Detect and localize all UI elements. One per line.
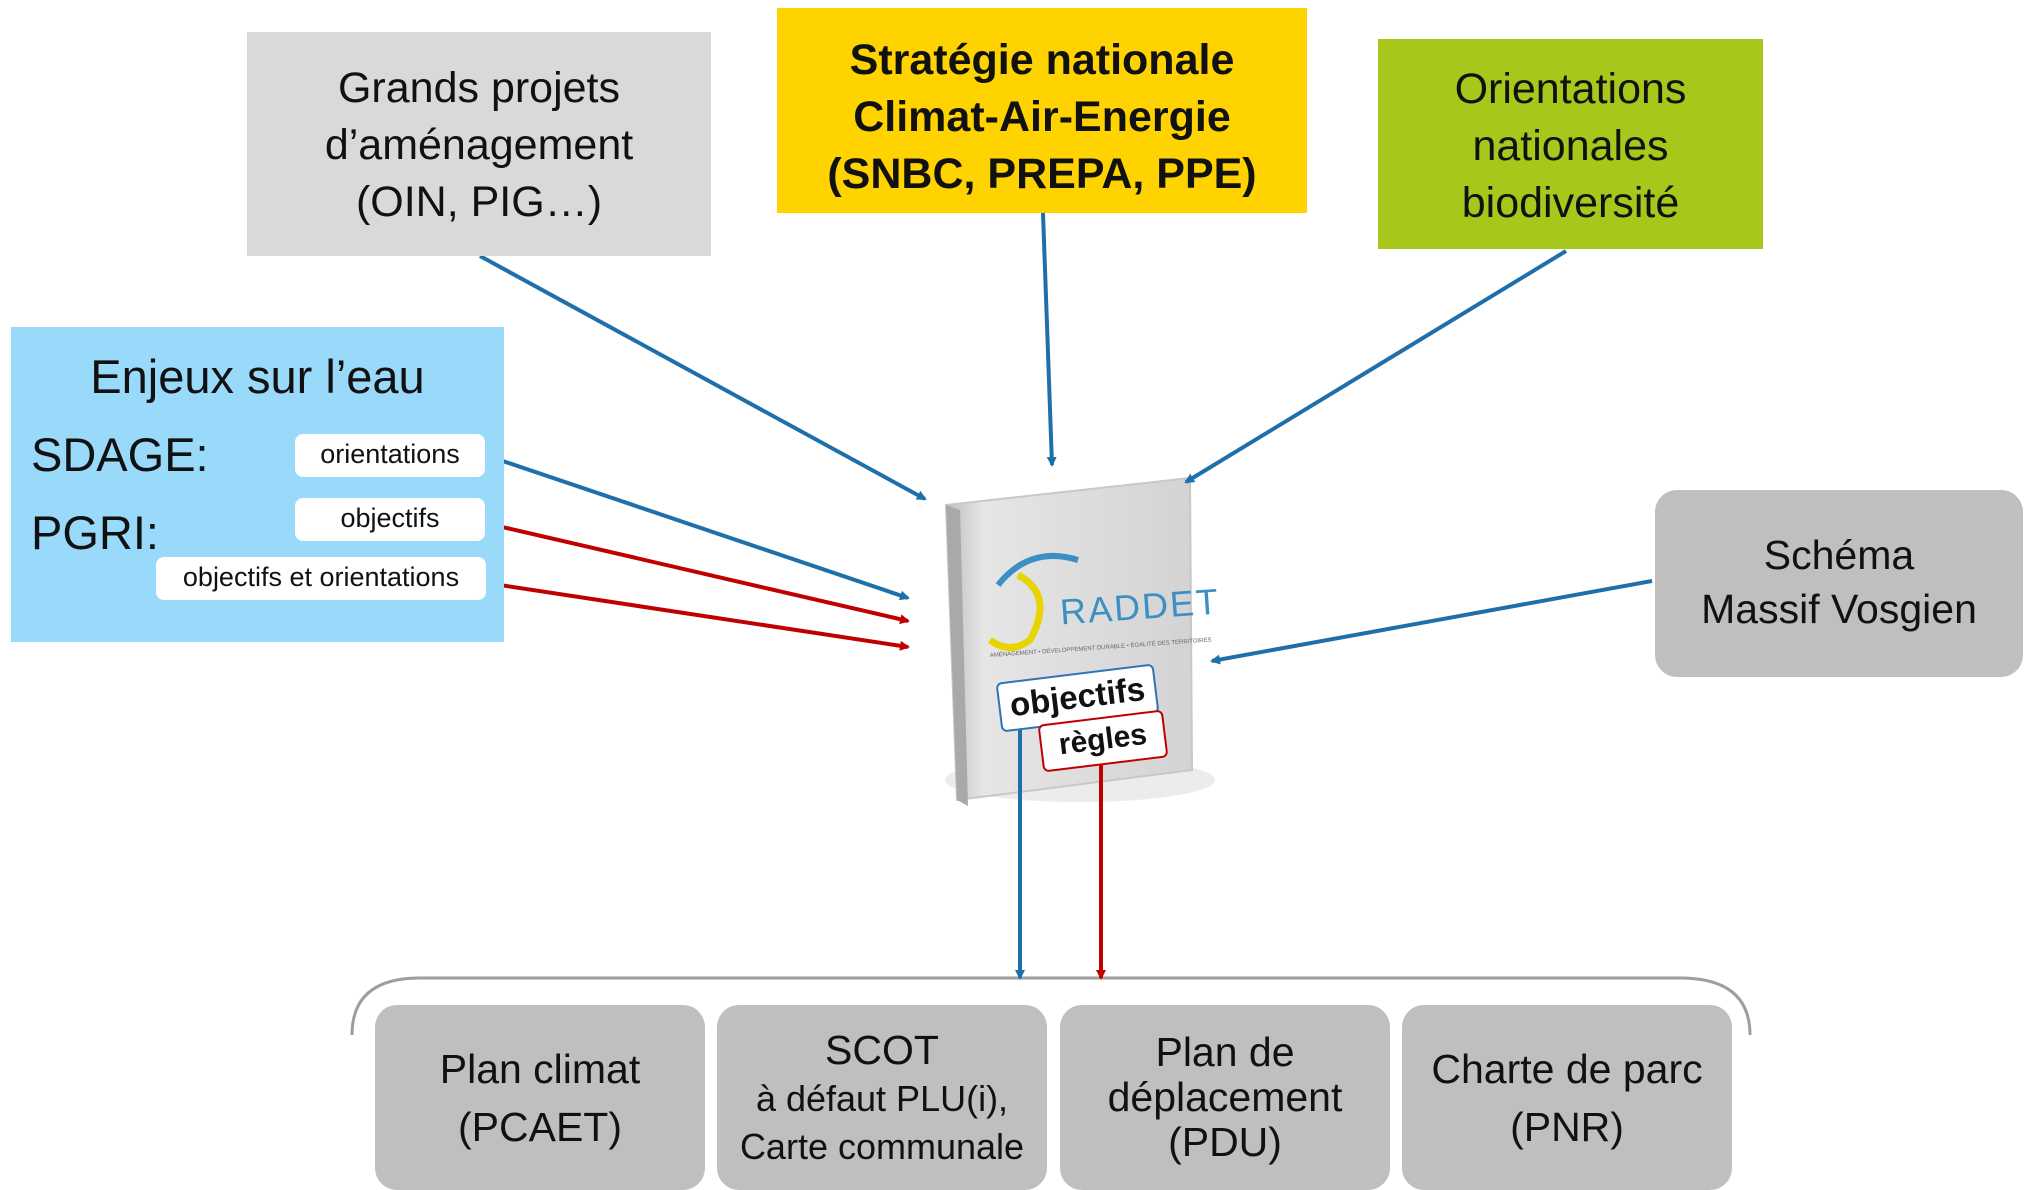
arrow-grands-projets xyxy=(479,254,927,501)
pdu-line: Plan de xyxy=(1155,1029,1295,1075)
grands-projets-box: Grands projets d’aménagement (OIN, PIG…) xyxy=(247,32,711,256)
charte-parc-box: Charte de parc (PNR) xyxy=(1402,1005,1732,1190)
tag-orientations: orientations xyxy=(295,434,485,477)
scot-line: à défaut PLU(i), xyxy=(755,1077,1009,1119)
scot-box: SCOT à défaut PLU(i), Carte communale xyxy=(717,1005,1047,1190)
arrow-orientations xyxy=(1184,249,1568,484)
enjeux-eau-box: Enjeux sur l’eau SDAGE: PGRI: orientatio… xyxy=(11,327,504,642)
grands-projets-line: Grands projets xyxy=(337,64,621,112)
plan-climat-line: (PCAET) xyxy=(458,1103,622,1150)
grands-projets-line: (OIN, PIG…) xyxy=(355,178,603,226)
raddet-logo-arc xyxy=(995,552,1079,587)
tag-objectifs-orientations: objectifs et orientations xyxy=(156,557,486,600)
pdu-line: déplacement xyxy=(1107,1074,1343,1120)
arrow-pgri-objectifs xyxy=(484,521,910,625)
pgri-label: PGRI: xyxy=(31,506,159,559)
charte-line: Charte de parc xyxy=(1431,1045,1703,1092)
strategie-line: (SNBC, PREPA, PPE) xyxy=(827,150,1257,198)
strategie-nationale-box: Stratégie nationale Climat-Air-Energie (… xyxy=(777,8,1307,213)
arrow-schema xyxy=(1210,579,1653,665)
tag-objectifs: objectifs xyxy=(295,498,485,541)
sdage-label: SDAGE: xyxy=(31,428,209,481)
strategie-line: Stratégie nationale xyxy=(849,36,1235,84)
grands-projets-line: d’aménagement xyxy=(324,121,634,169)
orientations-line: biodiversité xyxy=(1461,179,1680,227)
bottom-bracket xyxy=(350,976,1752,1036)
pdu-line: (PDU) xyxy=(1168,1119,1282,1165)
schema-line: Massif Vosgien xyxy=(1701,586,1977,632)
orientations-biodiversite-box: Orientations nationales biodiversité xyxy=(1378,39,1763,249)
enjeux-eau-title: Enjeux sur l’eau xyxy=(90,350,425,403)
orientations-line: nationales xyxy=(1472,122,1669,170)
schema-line: Schéma xyxy=(1763,532,1915,578)
schema-massif-vosgien-box: Schéma Massif Vosgien xyxy=(1655,490,2023,677)
scot-line: Carte communale xyxy=(739,1125,1025,1167)
charte-line: (PNR) xyxy=(1510,1103,1624,1150)
arrow-pgri-obj-orient xyxy=(479,580,910,651)
strategie-line: Climat-Air-Energie xyxy=(853,93,1231,141)
plan-climat-box: Plan climat (PCAET) xyxy=(375,1005,705,1190)
orientations-line: Orientations xyxy=(1454,65,1687,113)
arrow-sdage xyxy=(484,453,910,601)
scot-title: SCOT xyxy=(825,1026,939,1073)
pdu-box: Plan de déplacement (PDU) xyxy=(1060,1005,1390,1190)
plan-climat-line: Plan climat xyxy=(439,1045,641,1092)
arrow-strategie xyxy=(1041,212,1057,467)
